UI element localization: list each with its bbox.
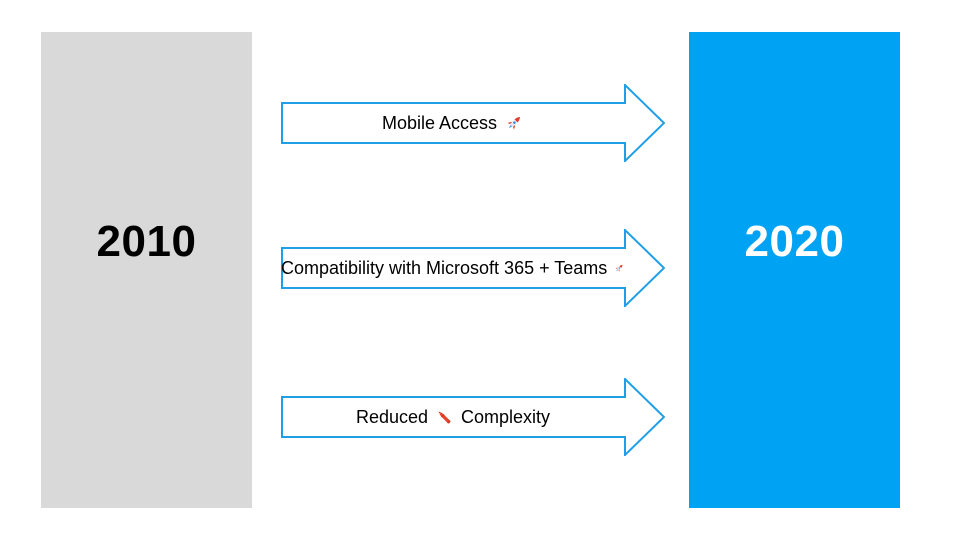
arrow-label-mobile-access: Mobile Access [281, 84, 625, 162]
end-year-label: 2020 [744, 217, 845, 266]
year-box-end: 2020 [689, 32, 900, 508]
rocket-icon [503, 113, 524, 134]
start-year-label: 2010 [96, 217, 197, 266]
arrow-label-text: Compatibility with Microsoft 365 + Teams [281, 257, 608, 278]
arrow-compatibility: Compatibility with Microsoft 365 + Teams [281, 229, 665, 307]
right-arrow-shape [281, 229, 665, 307]
arrow-label-text-after: Complexity [461, 406, 551, 427]
year-box-start: 2010 [41, 32, 252, 508]
arrow-reduced-complexity: Reduced Complexity [281, 378, 665, 456]
rocket-icon [613, 258, 625, 279]
arrow-mobile-access: Mobile Access [281, 84, 665, 162]
crayon-icon [434, 407, 455, 428]
right-arrow-shape [281, 84, 665, 162]
arrow-label-reduced-complexity: Reduced Complexity [281, 378, 625, 456]
arrow-label-text-before: Reduced [355, 406, 429, 427]
arrow-label-text: Mobile Access [381, 112, 498, 133]
arrow-label-compatibility: Compatibility with Microsoft 365 + Teams [281, 229, 625, 307]
right-arrow-shape [281, 378, 665, 456]
